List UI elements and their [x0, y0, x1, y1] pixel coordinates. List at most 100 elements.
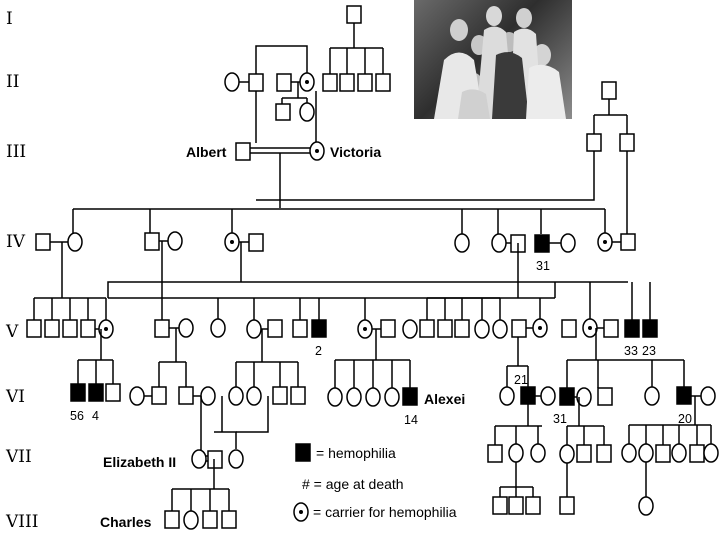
female	[246, 386, 262, 406]
age-at-death: 4	[92, 409, 99, 423]
age-at-death: 23	[642, 344, 656, 358]
female	[200, 386, 216, 406]
descent-line	[566, 462, 647, 498]
carrier-dot	[104, 327, 108, 331]
age-at-death: 31	[553, 412, 567, 426]
female	[644, 386, 660, 406]
affected-male	[520, 386, 536, 405]
male	[596, 444, 612, 463]
female	[228, 449, 244, 469]
male	[620, 233, 636, 251]
carrier-dot	[315, 149, 319, 153]
male	[62, 319, 78, 338]
male	[380, 319, 396, 338]
mating-line	[206, 455, 208, 462]
generation-label: VI	[5, 387, 25, 407]
male	[207, 450, 223, 469]
male	[267, 319, 283, 338]
female	[638, 496, 654, 516]
female	[530, 443, 546, 463]
male	[346, 5, 362, 24]
descent-line	[77, 329, 114, 384]
male	[272, 386, 288, 405]
male	[290, 386, 306, 405]
female	[559, 444, 575, 464]
male	[619, 133, 635, 152]
male	[202, 510, 218, 529]
male	[603, 319, 619, 338]
male	[601, 81, 617, 100]
male-albert	[235, 142, 251, 161]
descent-line	[281, 82, 308, 104]
generation-label: III	[6, 142, 26, 162]
male	[454, 319, 470, 338]
age-at-death: 33	[624, 344, 638, 358]
female	[346, 387, 362, 407]
affected-male	[624, 319, 640, 338]
descent-line	[566, 397, 605, 445]
descent-line	[426, 243, 519, 320]
consanguineous-mating-line	[250, 147, 310, 154]
generation-label: VIII	[5, 512, 38, 532]
female	[183, 510, 199, 530]
male	[322, 73, 338, 92]
age-at-death: 21	[514, 373, 528, 387]
male	[151, 386, 167, 405]
female	[492, 319, 508, 339]
male	[105, 383, 121, 402]
male	[419, 319, 435, 338]
female	[560, 233, 576, 253]
male	[689, 444, 705, 463]
carrier-dot	[363, 327, 367, 331]
male	[154, 319, 170, 338]
descent-line	[539, 282, 651, 320]
male	[178, 386, 194, 405]
male	[248, 233, 264, 252]
female	[167, 231, 183, 251]
female	[540, 386, 556, 406]
age-at-death: 14	[404, 413, 418, 427]
descent-line	[161, 298, 366, 320]
female	[491, 233, 507, 253]
male	[357, 73, 373, 92]
descent-line	[236, 396, 269, 433]
descent-line	[593, 99, 628, 134]
male	[559, 496, 575, 515]
descent-line	[628, 396, 712, 445]
descent-line	[334, 329, 411, 388]
female	[454, 233, 470, 253]
legend-hemophilia-text: = hemophilia	[316, 445, 396, 461]
male	[80, 319, 96, 338]
male	[576, 444, 592, 463]
male	[508, 496, 524, 515]
female	[508, 443, 524, 463]
descent-line	[255, 91, 317, 143]
female	[474, 319, 490, 339]
female	[638, 443, 654, 463]
descent-line	[235, 329, 299, 387]
female	[224, 72, 240, 92]
age-at-death: 31	[536, 259, 550, 273]
affected-male	[88, 383, 104, 402]
male	[492, 496, 508, 515]
male	[248, 73, 264, 92]
legend-age-text: # = age at death	[302, 476, 404, 492]
male	[339, 73, 355, 92]
female	[210, 318, 226, 338]
female	[402, 319, 418, 339]
generation-label: II	[6, 72, 19, 92]
female	[365, 387, 381, 407]
female	[178, 318, 194, 338]
male	[511, 319, 527, 338]
male	[276, 73, 292, 92]
male	[144, 232, 160, 251]
generation-label: I	[6, 9, 13, 29]
carrier-dot	[538, 326, 542, 330]
family-photo-figures	[434, 6, 566, 119]
descent-line	[256, 151, 628, 234]
female	[327, 387, 343, 407]
female	[703, 443, 719, 463]
name-charles: Charles	[100, 514, 152, 530]
affected-male	[642, 319, 658, 338]
